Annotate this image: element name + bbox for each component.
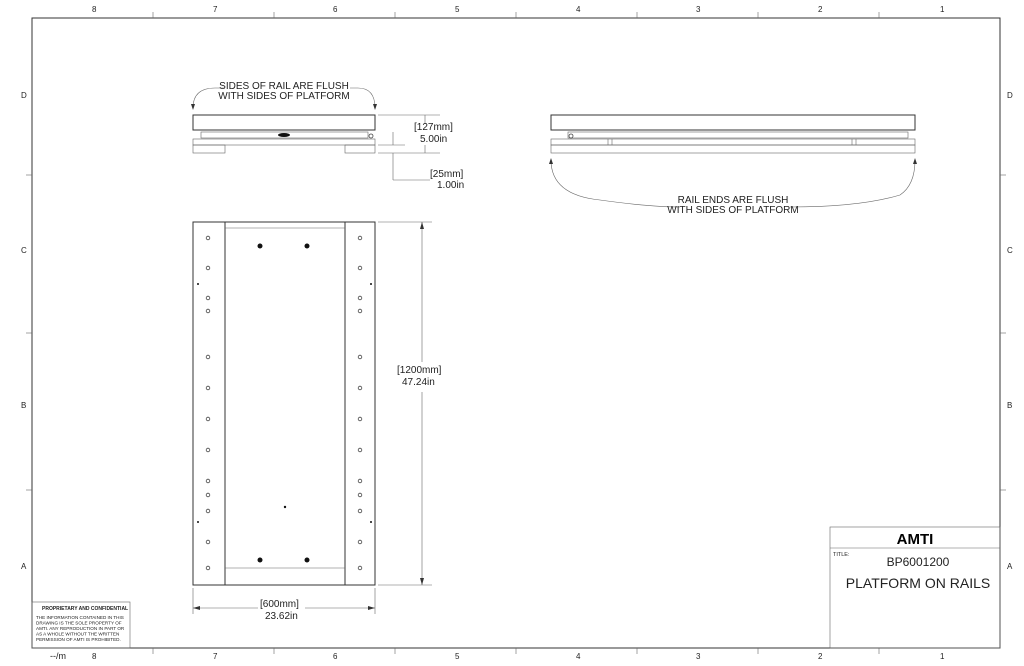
- rail-hole: [357, 354, 363, 360]
- rail-hole: [205, 508, 211, 514]
- svg-text:[25mm]: [25mm]: [430, 169, 464, 180]
- svg-text:23.62in: 23.62in: [265, 611, 298, 622]
- svg-text:5: 5: [455, 5, 460, 14]
- rail-hole: [357, 416, 363, 422]
- svg-text:D: D: [1007, 91, 1013, 100]
- rail-hole: [357, 447, 363, 453]
- rail-hole: [357, 308, 363, 314]
- side-view: RAIL ENDS ARE FLUSH WITH SIDES OF PLATFO…: [549, 114, 917, 216]
- rail-hole: [357, 492, 363, 498]
- svg-text:6: 6: [333, 5, 338, 14]
- rail-hole: [357, 478, 363, 484]
- svg-text:5: 5: [455, 652, 460, 661]
- rail-hole: [205, 565, 211, 571]
- svg-text:SIDES OF RAIL ARE FLUSH: SIDES OF RAIL ARE FLUSH: [219, 81, 349, 92]
- rail-hole: [205, 295, 211, 301]
- svg-text:C: C: [1007, 246, 1013, 255]
- title-block: AMTI TITLE: BP6001200 PLATFORM ON RAILS: [829, 526, 1001, 649]
- rail-hole: [205, 447, 211, 453]
- svg-text:4: 4: [576, 652, 581, 661]
- rail-hole: [205, 354, 211, 360]
- svg-text:[600mm]: [600mm]: [260, 599, 299, 610]
- svg-text:DRAWING IS THE SOLE PROPERTY O: DRAWING IS THE SOLE PROPERTY OF: [36, 621, 122, 626]
- svg-text:2: 2: [818, 652, 823, 661]
- svg-text:C: C: [21, 246, 27, 255]
- rail-hole: [357, 265, 363, 271]
- svg-text:AS A WHOLE WITHOUT THE WRITTEN: AS A WHOLE WITHOUT THE WRITTEN: [36, 632, 119, 637]
- scale-mark: --/m: [50, 651, 66, 661]
- rail-hole: [357, 295, 363, 301]
- zone-labels-right: D C B A: [1007, 91, 1013, 571]
- svg-text:3: 3: [696, 5, 701, 14]
- part-number: BP6001200: [887, 555, 950, 569]
- title-label: TITLE:: [833, 552, 850, 558]
- svg-text:PROPRIETARY AND CONFIDENTIAL: PROPRIETARY AND CONFIDENTIAL: [42, 606, 128, 612]
- svg-text:AMTI. ANY REPRODUCTION IN PART: AMTI. ANY REPRODUCTION IN PART OR: [36, 626, 125, 631]
- svg-text:1: 1: [940, 5, 945, 14]
- svg-text:B: B: [1007, 401, 1012, 410]
- svg-text:A: A: [21, 562, 27, 571]
- svg-text:7: 7: [213, 5, 218, 14]
- rail-hole: [205, 265, 211, 271]
- rail-hole: [205, 478, 211, 484]
- rail-hole: [205, 308, 211, 314]
- svg-text:PERMISSION OF AMTI IS PROHIBIT: PERMISSION OF AMTI IS PROHIBITED.: [36, 637, 121, 642]
- zone-labels-top: 8 7 6 5 4 3 2 1: [92, 5, 945, 14]
- rail-hole: [357, 508, 363, 514]
- plan-view: [1200mm] 47.24in [600mm] 23.62in: [192, 221, 442, 622]
- drawing-border: [31, 17, 1001, 649]
- svg-text:B: B: [21, 401, 26, 410]
- svg-text:4: 4: [576, 5, 581, 14]
- svg-text:D: D: [21, 91, 27, 100]
- svg-text:1.00in: 1.00in: [437, 180, 464, 191]
- svg-text:[127mm]: [127mm]: [414, 122, 453, 133]
- rail-hole: [205, 416, 211, 422]
- svg-text:3: 3: [696, 652, 701, 661]
- rail-hole: [205, 235, 211, 241]
- svg-text:8: 8: [92, 5, 97, 14]
- svg-text:1: 1: [940, 652, 945, 661]
- svg-text:6: 6: [333, 652, 338, 661]
- svg-text:A: A: [1007, 562, 1013, 571]
- rail-hole: [205, 385, 211, 391]
- drawing-description: PLATFORM ON RAILS: [846, 575, 990, 591]
- svg-text:WITH SIDES OF PLATFORM: WITH SIDES OF PLATFORM: [218, 91, 349, 102]
- svg-text:5.00in: 5.00in: [420, 134, 447, 145]
- zone-ticks: [26, 12, 1006, 654]
- rail-hole: [357, 565, 363, 571]
- zone-labels-bottom: 8 7 6 5 4 3 2 1: [92, 652, 945, 661]
- svg-text:7: 7: [213, 652, 218, 661]
- rail-hole: [357, 385, 363, 391]
- svg-text:[1200mm]: [1200mm]: [397, 365, 442, 376]
- svg-text:47.24in: 47.24in: [402, 377, 435, 388]
- svg-text:RAIL ENDS ARE FLUSH: RAIL ENDS ARE FLUSH: [678, 195, 789, 206]
- proprietary-notice: PROPRIETARY AND CONFIDENTIAL THE INFORMA…: [31, 601, 131, 649]
- company-name: AMTI: [897, 531, 934, 548]
- rail-hole: [357, 235, 363, 241]
- rail-hole: [205, 492, 211, 498]
- svg-text:2: 2: [818, 5, 823, 14]
- rail-hole: [205, 539, 211, 545]
- rail-hole: [357, 539, 363, 545]
- svg-text:WITH SIDES OF PLATFORM: WITH SIDES OF PLATFORM: [667, 205, 798, 216]
- zone-labels-left: D C B A: [21, 91, 27, 571]
- front-view: SIDES OF RAIL ARE FLUSH WITH SIDES OF PL…: [191, 81, 464, 191]
- svg-text:THE INFORMATION CONTAINED IN T: THE INFORMATION CONTAINED IN THIS: [36, 615, 124, 620]
- svg-text:8: 8: [92, 652, 97, 661]
